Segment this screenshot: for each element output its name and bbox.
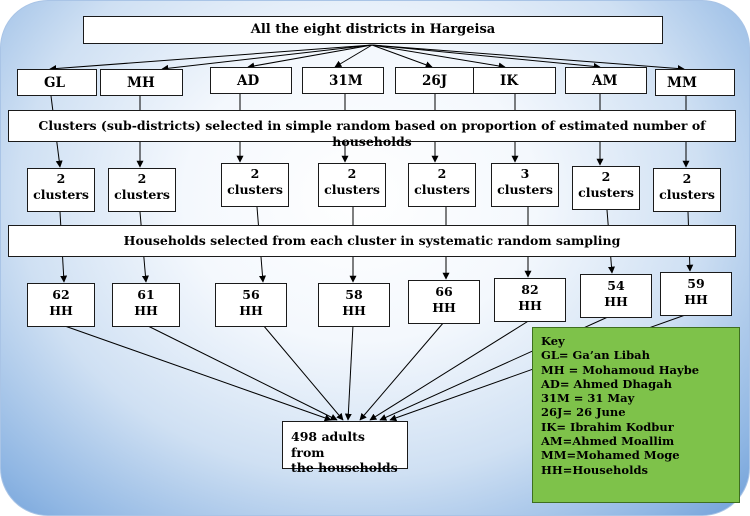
key-item-am: AM=Ahmed Moallim bbox=[541, 434, 675, 449]
key-item-ik: IK= Ibrahim Kodbur bbox=[541, 419, 674, 434]
cluster-count: 3 bbox=[520, 166, 530, 181]
arrow-gl-hh-to-total bbox=[61, 324, 332, 422]
arrow-title-to-ik bbox=[371, 44, 506, 70]
key-item-mh: MH = Mohamoud Haybe bbox=[541, 362, 700, 377]
cluster-count: 2 bbox=[682, 171, 692, 186]
household-count: 54 bbox=[607, 278, 625, 293]
key-item-hh: HH=Households bbox=[541, 462, 648, 477]
district-am: AM bbox=[565, 67, 647, 94]
cluster-count: 2 bbox=[601, 169, 611, 184]
total-adults-box: 498 adults from the households bbox=[282, 421, 408, 475]
household-unit: HH bbox=[49, 302, 73, 318]
arrow-ad-hh-to-total bbox=[262, 324, 344, 421]
cluster-unit: clusters bbox=[324, 181, 380, 197]
cluster-unit: clusters bbox=[33, 186, 89, 202]
key-item-31m: 31M = 31 May bbox=[541, 391, 635, 406]
household-count: 82 bbox=[521, 282, 539, 297]
cluster-selection-step: Clusters (sub-districts) selected in sim… bbox=[8, 110, 736, 149]
key-item-ad: AD= Ahmed Dhagah bbox=[541, 376, 672, 391]
key-legend: Key GL= Ga’an Libah MH = Mohamoud Haybe … bbox=[532, 327, 740, 503]
household-unit: HH bbox=[518, 297, 542, 313]
cluster-unit: clusters bbox=[414, 181, 470, 197]
district-26j: 26J bbox=[395, 67, 477, 94]
arrow-title-to-31m bbox=[334, 44, 373, 68]
arrow-31m-hh-to-total bbox=[344, 324, 354, 421]
household-count: 61 bbox=[137, 287, 155, 302]
district-31m: 31M bbox=[302, 67, 384, 94]
arrow-title-to-gl bbox=[49, 44, 373, 73]
cluster-count: 2 bbox=[250, 166, 260, 181]
key-item-gl: GL= Ga’an Libah bbox=[541, 348, 650, 363]
cluster-unit: clusters bbox=[578, 184, 634, 200]
key-title: Key bbox=[541, 334, 565, 348]
cluster-unit: clusters bbox=[659, 186, 715, 202]
household-count: 59 bbox=[687, 276, 705, 291]
household-unit: HH bbox=[239, 302, 263, 318]
cluster-unit: clusters bbox=[497, 181, 553, 197]
district-gl: GL bbox=[17, 69, 97, 96]
household-unit: HH bbox=[684, 291, 708, 307]
household-unit: HH bbox=[604, 293, 628, 309]
arrow-26j-hh-to-total bbox=[359, 321, 445, 421]
household-unit: HH bbox=[134, 302, 158, 318]
arrow-title-to-ad bbox=[247, 44, 373, 70]
title-box: All the eight districts in Hargeisa bbox=[83, 16, 663, 44]
district-mh: MH bbox=[100, 69, 183, 96]
arrow-title-to-mh bbox=[161, 44, 373, 72]
key-item-26j: 26J= 26 June bbox=[541, 405, 626, 420]
key-item-mm: MM=Mohamed Moge bbox=[541, 448, 680, 463]
district-mm: MM bbox=[655, 69, 735, 96]
cluster-count: 2 bbox=[56, 171, 66, 186]
cluster-count: 2 bbox=[347, 166, 357, 181]
district-ad: AD bbox=[210, 67, 292, 94]
arrow-ik-hh-to-total bbox=[369, 319, 531, 421]
household-count: 58 bbox=[345, 287, 363, 302]
cluster-unit: clusters bbox=[227, 181, 283, 197]
household-selection-step: Households selected from each cluster in… bbox=[8, 225, 736, 257]
cluster-unit: clusters bbox=[114, 186, 170, 202]
arrow-title-to-26j bbox=[371, 44, 433, 69]
cluster-count: 2 bbox=[437, 166, 447, 181]
district-ik: IK bbox=[473, 67, 556, 94]
cluster-count: 2 bbox=[137, 171, 147, 186]
arrow-title-to-am bbox=[371, 44, 601, 70]
household-unit: HH bbox=[342, 302, 366, 318]
arrow-mh-hh-to-total bbox=[145, 324, 338, 421]
household-count: 62 bbox=[52, 287, 70, 302]
arrow-title-to-mm bbox=[371, 44, 685, 73]
total-line-2: the households bbox=[291, 460, 398, 476]
household-unit: HH bbox=[432, 299, 456, 315]
household-count: 56 bbox=[242, 287, 260, 302]
household-count: 66 bbox=[435, 284, 453, 299]
total-line-1: 498 adults from bbox=[291, 429, 365, 460]
